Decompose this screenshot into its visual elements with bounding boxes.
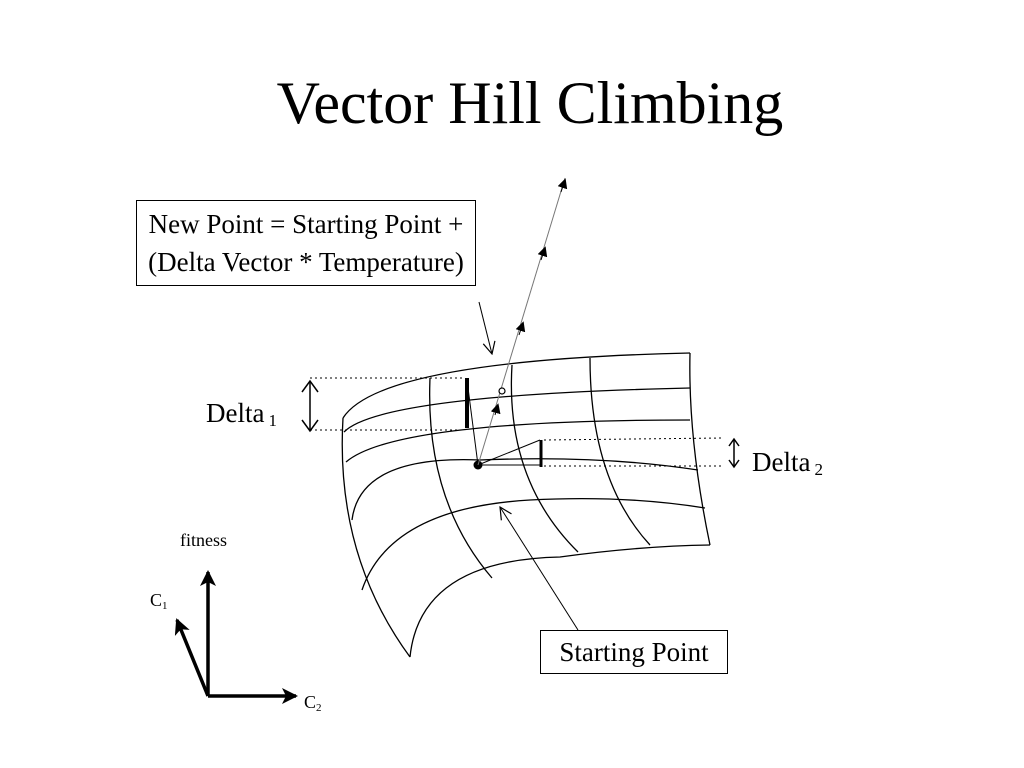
c2-label-text: C [304,692,317,712]
fitness-surface [341,352,711,658]
step-arrow-1 [490,403,501,416]
equation-pointer [478,301,492,354]
delta2-top-guide [543,437,723,441]
step-arrow-2 [515,321,526,336]
surface-curve-4 [351,458,699,521]
c2-axis-label: C2 [304,692,322,715]
surface-curve-3 [345,419,691,463]
starting-point-box: Starting Point [540,630,728,674]
equation-line-2: (Delta Vector * Temperature) [148,247,464,277]
new-point-marker [498,387,506,395]
delta2-arrowhead-down [728,459,740,469]
delta1-label-sub: 1 [268,411,277,430]
climb-direction-line [477,177,566,466]
surface-left-edge [341,417,411,658]
equation-box: New Point = Starting Point + (Delta Vect… [136,200,476,286]
fitness-axis-label: fitness [180,530,227,550]
surface-curve-6 [409,544,711,658]
delta1-arrowhead-down [301,419,319,433]
delta2-vector [477,439,541,466]
delta2-label-text: Delta [752,447,811,477]
delta2-label-sub: 2 [814,460,823,479]
equation-line-1: New Point = Starting Point + [148,209,464,239]
surface-right-edge [689,352,711,546]
delta2-arrowhead-up [728,437,740,447]
surface-curve-2 [343,387,691,433]
surface-rib-1 [429,377,493,579]
c2-label-sub: 2 [316,702,322,714]
c1-label-text: C [150,590,163,610]
c1-axis-label: C1 [150,590,168,613]
c1-axis [174,618,210,697]
surface-rib-3 [589,357,651,546]
step-arrow-4 [557,178,568,193]
surface-curve-5 [361,497,706,591]
delta1-label-text: Delta [206,398,265,428]
delta1-arrowhead-up [301,379,319,393]
c1-label-sub: 1 [162,600,168,612]
starting-point-pointer [500,507,579,631]
surface-curve-1 [342,352,691,419]
slide-title: Vector Hill Climbing [276,70,784,136]
step-arrow-3 [537,246,548,261]
surface-rib-2 [510,364,579,553]
